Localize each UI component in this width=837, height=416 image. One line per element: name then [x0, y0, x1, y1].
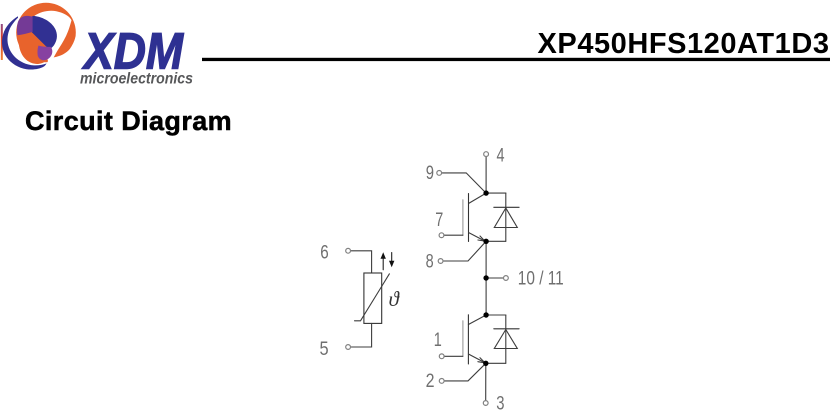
svg-text:6: 6 [320, 241, 328, 263]
svg-text:2: 2 [426, 369, 435, 391]
svg-text:4: 4 [497, 143, 505, 166]
svg-text:microelectronics: microelectronics [80, 71, 193, 88]
svg-text:ϑ: ϑ [389, 287, 401, 311]
svg-text:Circuit Diagram: Circuit Diagram [25, 106, 232, 136]
svg-text:3: 3 [496, 392, 504, 415]
svg-text:XP450HFS120AT1D3: XP450HFS120AT1D3 [538, 28, 830, 60]
svg-text:1: 1 [434, 328, 442, 351]
svg-text:9: 9 [426, 161, 434, 184]
svg-text:XDM: XDM [81, 23, 184, 80]
svg-text:10 / 11: 10 / 11 [518, 267, 564, 289]
svg-text:7: 7 [435, 208, 443, 231]
svg-text:8: 8 [426, 249, 434, 272]
svg-text:5: 5 [320, 338, 329, 360]
